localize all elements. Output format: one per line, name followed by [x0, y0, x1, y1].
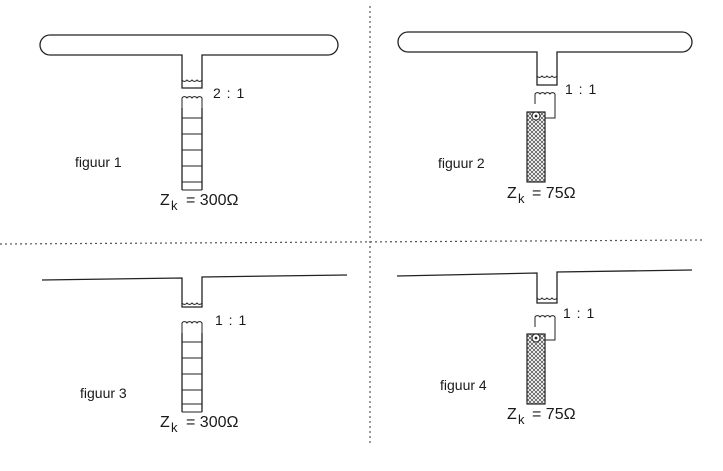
panel-figure-2: 1 : 1 figuur 2 Z k = 75Ω: [397, 31, 693, 206]
balun-secondary-coil: [534, 92, 556, 119]
balun-primary-coil: [536, 288, 558, 300]
impedance-subscript: k: [518, 412, 525, 427]
ladder-line-feeder: [181, 108, 203, 191]
figure-label: figuur 1: [75, 154, 122, 170]
balun-secondary-coil: [181, 96, 203, 108]
balun-secondary-coil: [181, 321, 203, 333]
impedance-symbol: Z: [160, 414, 170, 431]
impedance-symbol: Z: [507, 406, 517, 423]
panel-figure-1: 2 : 1 figuur 1 Z k = 300Ω: [39, 34, 339, 213]
impedance-label: Z k = 75Ω: [507, 185, 576, 206]
balun-ratio-label: 1 : 1: [565, 81, 597, 97]
panel-figure-3: 1 : 1 figuur 3 Z k = 300Ω: [41, 274, 348, 435]
impedance-subscript: k: [518, 191, 525, 206]
impedance-label: Z k = 300Ω: [160, 192, 238, 213]
balun-ratio-label: 1 : 1: [563, 305, 595, 321]
impedance-value: = 75Ω: [532, 406, 576, 423]
balun-secondary-coil: [534, 315, 556, 341]
folded-dipole-antenna: [39, 34, 339, 89]
figure-label: figuur 3: [80, 385, 127, 401]
panel-figure-4: 1 : 1 figuur 4 Z k = 75Ω: [396, 269, 693, 427]
balun-ratio-label: 1 : 1: [215, 312, 247, 328]
balun-ratio-label: 2 : 1: [213, 85, 245, 101]
impedance-symbol: Z: [507, 185, 517, 202]
dipole-antenna: [41, 274, 348, 308]
balun-primary-coil: [181, 293, 203, 305]
balun-primary-coil: [181, 70, 203, 82]
coax-feeder: [526, 111, 546, 183]
figure-label: figuur 4: [440, 377, 487, 393]
dipole-antenna: [396, 269, 693, 304]
figure-label: figuur 2: [438, 155, 485, 171]
impedance-value: = 300Ω: [186, 192, 238, 209]
impedance-symbol: Z: [160, 192, 170, 209]
ladder-line-feeder: [181, 333, 203, 413]
folded-dipole-antenna: [397, 31, 693, 86]
impedance-value: = 75Ω: [532, 185, 576, 202]
impedance-label: Z k = 300Ω: [160, 414, 238, 435]
impedance-subscript: k: [171, 420, 178, 435]
horizontal-divider: [0, 239, 704, 245]
impedance-value: = 300Ω: [186, 414, 238, 431]
balun-primary-coil: [536, 66, 558, 78]
impedance-label: Z k = 75Ω: [507, 406, 576, 427]
coax-feeder: [526, 333, 546, 405]
impedance-subscript: k: [171, 198, 178, 213]
